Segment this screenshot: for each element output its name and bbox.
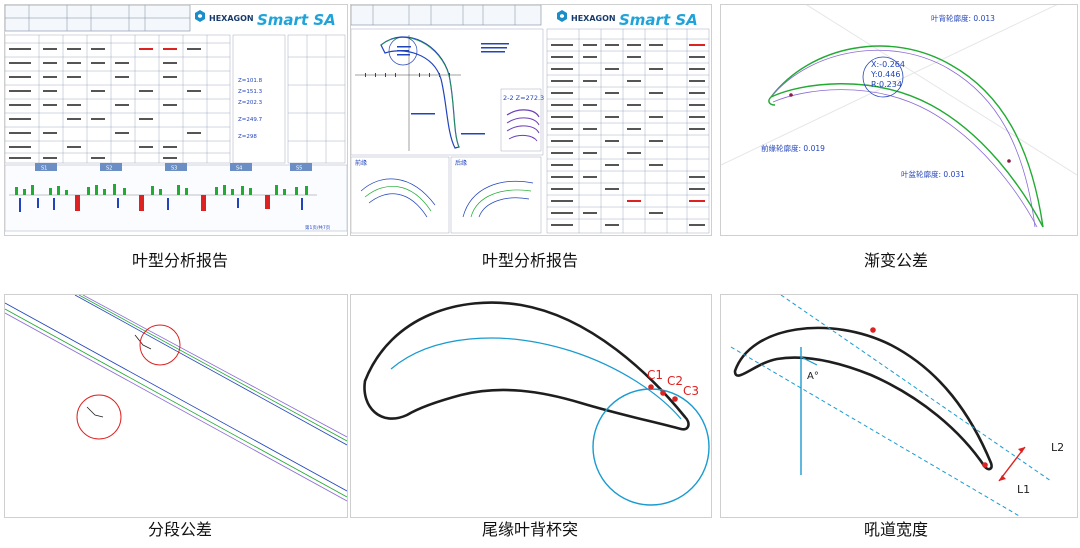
leading-edge-fit-circle: [862, 56, 904, 98]
cup-label-c3: C3: [683, 384, 699, 398]
trailing-edge-inset: [450, 156, 542, 234]
strip-label-s4: S4: [236, 166, 242, 172]
angle-label: A°: [807, 371, 819, 382]
section-label-5: Z=298: [238, 134, 257, 140]
cup-point-c1: [648, 384, 654, 390]
leading-edge-inset: [351, 156, 450, 234]
section-list-box: [232, 34, 286, 164]
strip-label-s3: S3: [171, 166, 177, 172]
gradual-tolerance-graphic: X:-0.264 Y:0.446 R:0.234 叶背轮廓度: 0.013 前缘…: [721, 5, 1077, 228]
caption-6: 吼道宽度: [863, 520, 928, 539]
segment-highlight-circle-2: [76, 394, 122, 440]
section-list: Z=101.8 Z=151.3 Z=202.3 Z=249.7 Z=298: [238, 78, 263, 140]
leading-edge-circle: [388, 36, 418, 66]
report-1-page-label: 第1页/共7页: [305, 224, 331, 231]
strip-label-s5: S5: [296, 166, 302, 172]
segment-highlight-circle-1: [139, 324, 181, 366]
report-1-cell-marks: [9, 48, 201, 159]
cup-point-c2: [660, 390, 666, 396]
report-1-main-table: [5, 34, 231, 164]
report-2-graphic: HEXAGON Smart SA 2-2 Z=272.3 前缘 后: [351, 5, 710, 234]
report-1-right-table: [287, 34, 346, 164]
pressure-profile-label: 叶盆轮廓度: 0.031: [901, 169, 965, 179]
line-l1: [730, 346, 1022, 517]
coord-r: R:0.234: [871, 80, 902, 89]
smart-sa-logo-2: Smart SA: [619, 11, 698, 29]
nominal-lower-line: [74, 295, 347, 446]
deviation-bar-strip: S1 S2 S3 S4 S5 第1页/共7页: [5, 163, 347, 232]
report-2-right-table: [546, 28, 710, 234]
strip-label-s1: S1: [41, 166, 47, 172]
report-2-cell-marks: [551, 44, 705, 226]
angle-ray: [800, 356, 818, 366]
throat-point-lower: [982, 462, 988, 468]
hexagon-brand-text: HEXAGON: [209, 14, 254, 23]
fit-circle-coords: X:-0.264 Y:0.446 R:0.234: [870, 60, 905, 89]
throat-width-graphic: A° L2 L1: [730, 295, 1064, 517]
smart-sa-logo: Smart SA: [257, 11, 336, 29]
suction-side-curve: [770, 45, 1044, 228]
caption-5: 尾缘叶背杯突: [481, 520, 578, 539]
report-1-graphic: HEXAGON Smart SA: [5, 5, 347, 232]
section-label-3: Z=202.3: [238, 100, 263, 106]
trailing-edge-cup-graphic: C1 C2 C3: [363, 301, 710, 506]
hexagon-logo-2: HEXAGON: [557, 10, 616, 23]
section-label-4: Z=249.7: [238, 117, 263, 123]
throat-point-upper: [870, 327, 876, 333]
throat-width-arrow: [998, 446, 1026, 482]
label-l1: L1: [1017, 483, 1030, 496]
report-panel-1: HEXAGON Smart SA: [4, 4, 348, 236]
trailing-edge-zone-circle: [592, 388, 710, 506]
gradual-tolerance-panel: X:-0.264 Y:0.446 R:0.234 叶背轮廓度: 0.013 前缘…: [720, 4, 1078, 236]
blade-outline: [363, 301, 690, 431]
line-l2: [780, 295, 1052, 482]
report-panel-2: HEXAGON Smart SA 2-2 Z=272.3 前缘 后: [350, 4, 712, 236]
caption-1: 叶型分析报告: [131, 251, 228, 270]
leading-edge-profile-label: 前缘轮廓度: 0.019: [761, 143, 825, 153]
section-label-1: Z=101.8: [238, 78, 263, 84]
blade-plot-frame: [351, 28, 544, 156]
trailing-edge-cup-panel: C1 C2 C3: [350, 294, 712, 518]
hexagon-logo: HEXAGON: [195, 10, 254, 23]
segmented-tolerance-panel: [4, 294, 348, 518]
pressure-side-curve: [770, 83, 1044, 228]
nominal-upper-line: [5, 302, 347, 492]
throat-width-panel: A° L2 L1: [720, 294, 1078, 518]
suction-profile-label: 叶背轮廓度: 0.013: [931, 13, 995, 23]
caption-4: 分段公差: [147, 520, 212, 539]
cup-label-c2: C2: [667, 374, 683, 388]
throat-blade-outline: [733, 326, 993, 471]
strip-label-s2: S2: [106, 166, 112, 172]
segmented-tolerance-graphic: [5, 295, 347, 502]
section-inset-label: 2-2 Z=272.3: [503, 94, 544, 102]
cup-point-c3: [672, 396, 678, 402]
label-l2: L2: [1051, 441, 1064, 454]
caption-2: 叶型分析报告: [481, 251, 578, 270]
report-2-header-grid: [351, 5, 542, 26]
blade-profile: [380, 36, 460, 149]
hexagon-brand-text-2: HEXAGON: [571, 14, 616, 23]
camber-line: [390, 337, 682, 420]
cup-label-c1: C1: [647, 368, 663, 382]
coord-y: Y:0.446: [870, 70, 900, 79]
coord-x: X:-0.264: [871, 60, 905, 69]
caption-3: 渐变公差: [863, 251, 928, 270]
trailing-edge-label: 后缘: [455, 159, 467, 167]
section-label-2: Z=151.3: [238, 89, 263, 95]
leading-edge-label: 前缘: [355, 159, 367, 167]
